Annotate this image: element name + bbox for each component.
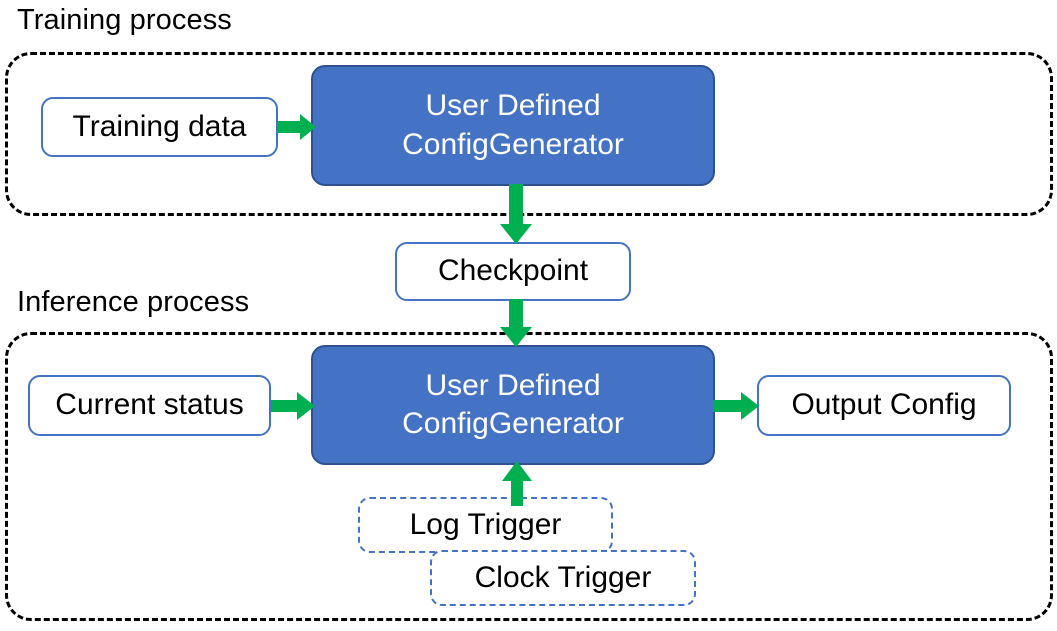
training-config-generator-node[interactable]: User Defined ConfigGenerator: [311, 65, 715, 186]
arrow-checkpoint-to-inference-generator-icon: [498, 299, 534, 349]
output-config-node[interactable]: Output Config: [757, 375, 1011, 436]
current-status-label: Current status: [55, 388, 244, 422]
training-process-title: Training process: [17, 4, 232, 36]
arrow-generator-to-output-config-icon: [713, 390, 761, 422]
inference-config-generator-node[interactable]: User Defined ConfigGenerator: [311, 345, 715, 465]
inference-config-generator-label-line2: ConfigGenerator: [402, 407, 624, 440]
training-data-node[interactable]: Training data: [41, 97, 278, 157]
checkpoint-label: Checkpoint: [437, 254, 589, 288]
inference-process-title: Inference process: [17, 286, 250, 318]
inference-config-generator-label-line1: User Defined: [425, 368, 601, 402]
clock-trigger-label: Clock Trigger: [474, 560, 652, 594]
inference-process-container: [5, 332, 1053, 621]
clock-trigger-node[interactable]: Clock Trigger: [430, 550, 696, 606]
output-config-label: Output Config: [791, 388, 977, 422]
arrow-training-data-to-generator-icon: [278, 112, 318, 142]
arrow-current-status-to-generator-icon: [271, 390, 317, 422]
training-config-generator-label-line1: User Defined: [425, 89, 601, 123]
checkpoint-node[interactable]: Checkpoint: [395, 242, 631, 301]
training-process-container: [5, 52, 1053, 216]
log-trigger-label: Log Trigger: [409, 507, 562, 541]
training-data-label: Training data: [72, 109, 247, 143]
log-trigger-node[interactable]: Log Trigger: [358, 497, 613, 553]
arrow-trigger-to-generator-icon: [500, 461, 534, 506]
current-status-node[interactable]: Current status: [28, 375, 271, 436]
arrow-generator-to-checkpoint-icon: [498, 184, 534, 246]
training-config-generator-label-line2: ConfigGenerator: [402, 127, 624, 161]
